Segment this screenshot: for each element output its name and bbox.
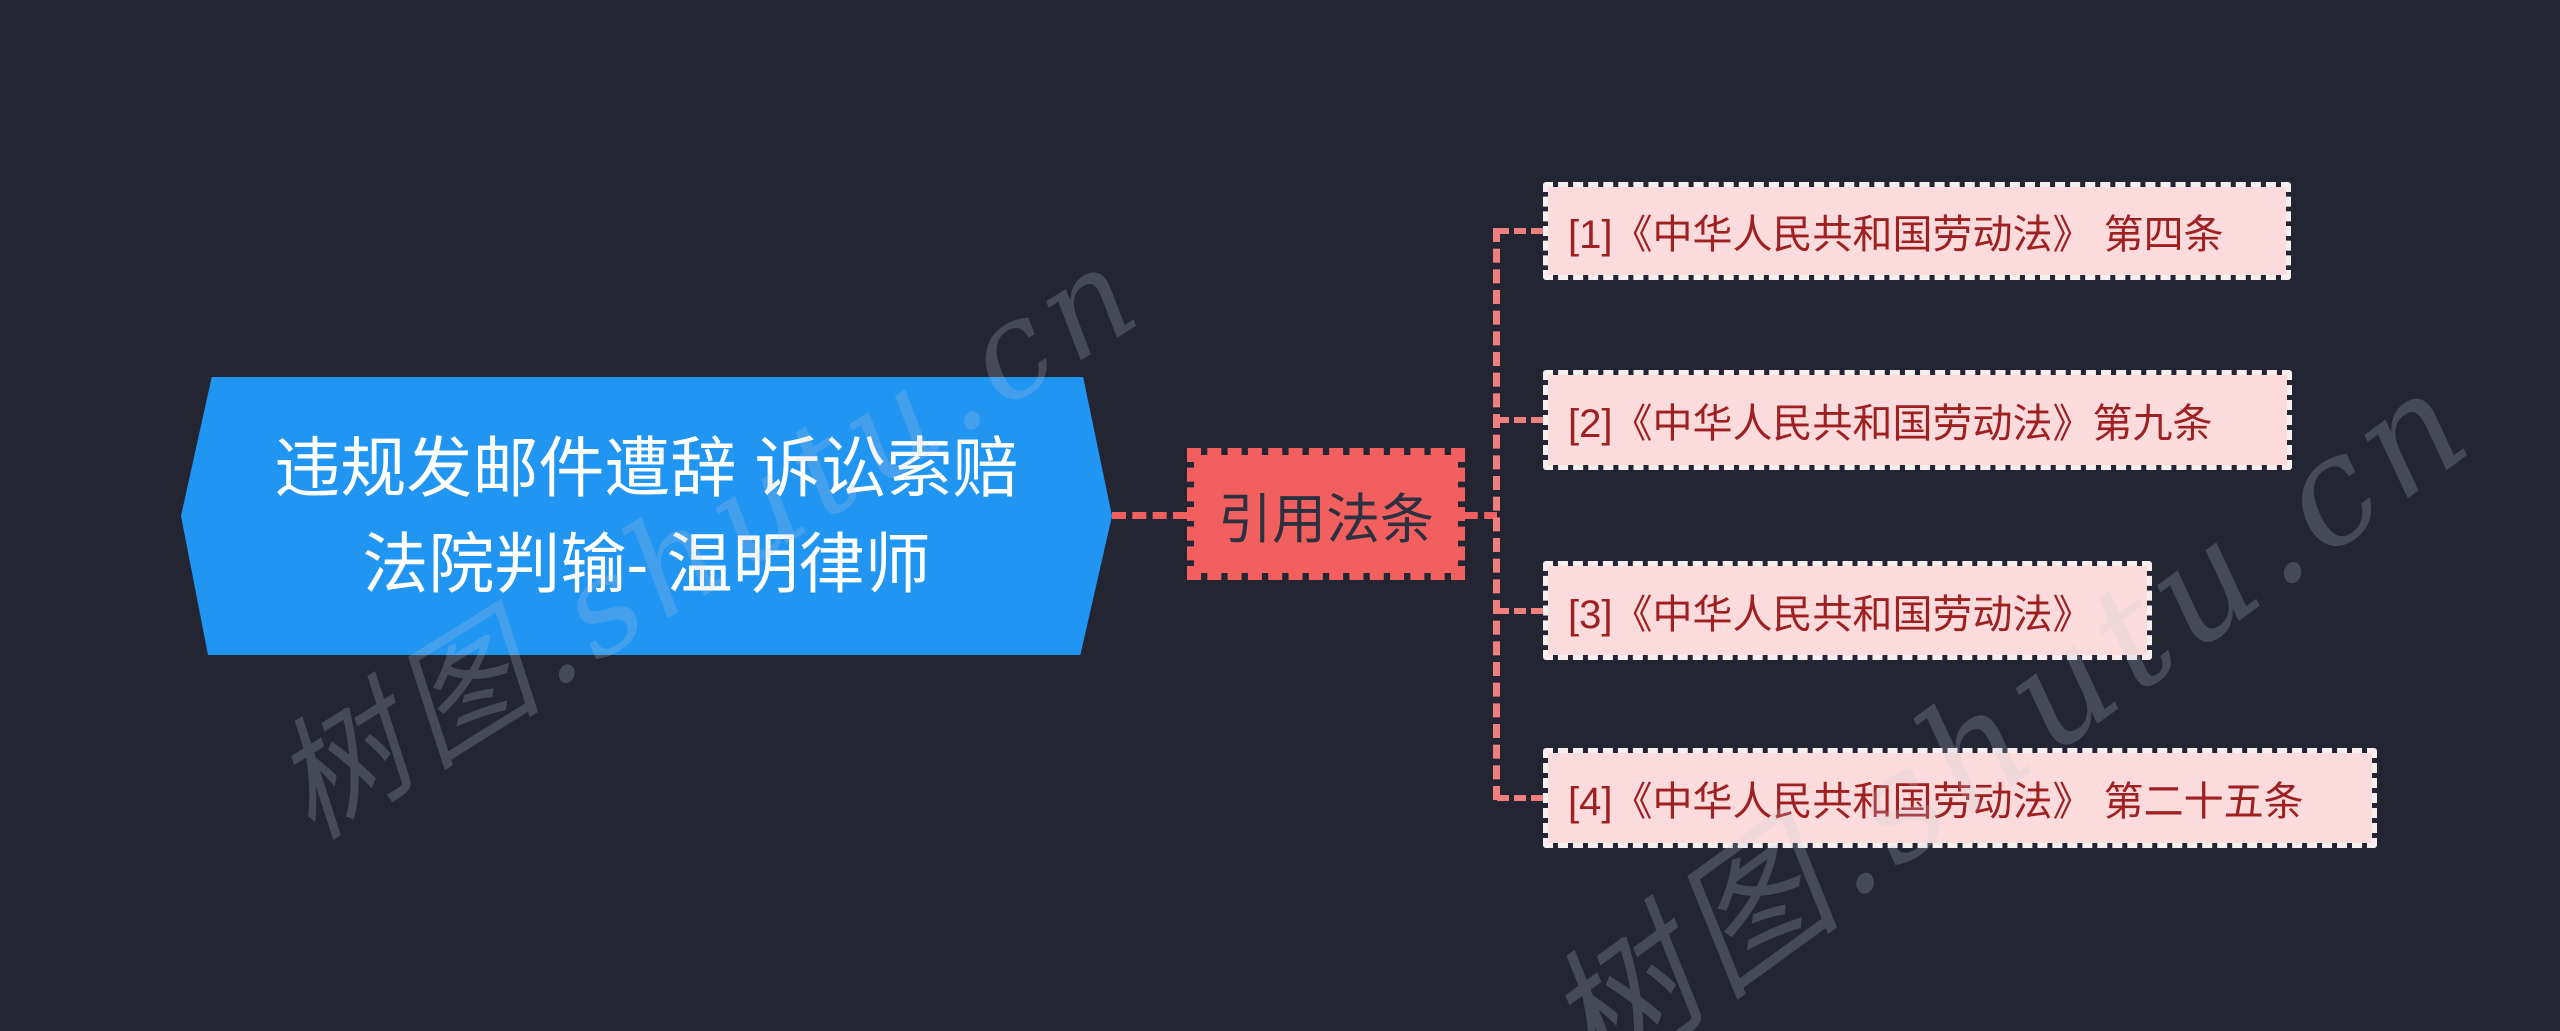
law-item-3-label: [3]《中华人民共和国劳动法》 [1568, 592, 2093, 637]
connector-stub-item-4 [1497, 795, 1543, 801]
connector-stub-item-2 [1497, 417, 1543, 423]
connector-root-to-branch [1112, 512, 1187, 519]
branch-node-citations[interactable]: 引用法条 [1187, 448, 1465, 580]
law-item-2-label: [2]《中华人民共和国劳动法》第九条 [1568, 402, 2213, 446]
root-topic-line-2: 法院判输- 温明律师 [362, 527, 931, 601]
root-topic-node[interactable]: 违规发邮件遭辞 诉讼索赔 法院判输- 温明律师 [181, 377, 1112, 655]
law-item-3[interactable]: [3]《中华人民共和国劳动法》 [1543, 561, 2152, 660]
law-item-2[interactable]: [2]《中华人民共和国劳动法》第九条 [1543, 370, 2292, 470]
connector-stub-item-3 [1497, 608, 1543, 614]
law-item-1-label: [1]《中华人民共和国劳动法》 第四条 [1568, 213, 2224, 257]
connector-trunk [1493, 228, 1500, 800]
law-item-4[interactable]: [4]《中华人民共和国劳动法》 第二十五条 [1543, 748, 2377, 848]
branch-node-label: 引用法条 [1218, 489, 1434, 550]
connector-branch-to-trunk [1465, 512, 1497, 519]
law-item-1[interactable]: [1]《中华人民共和国劳动法》 第四条 [1543, 182, 2291, 280]
connector-stub-item-1 [1497, 228, 1543, 234]
law-item-4-label: [4]《中华人民共和国劳动法》 第二十五条 [1568, 780, 2304, 824]
root-topic-line-1: 违规发邮件遭辞 诉讼索赔 [274, 431, 1019, 505]
